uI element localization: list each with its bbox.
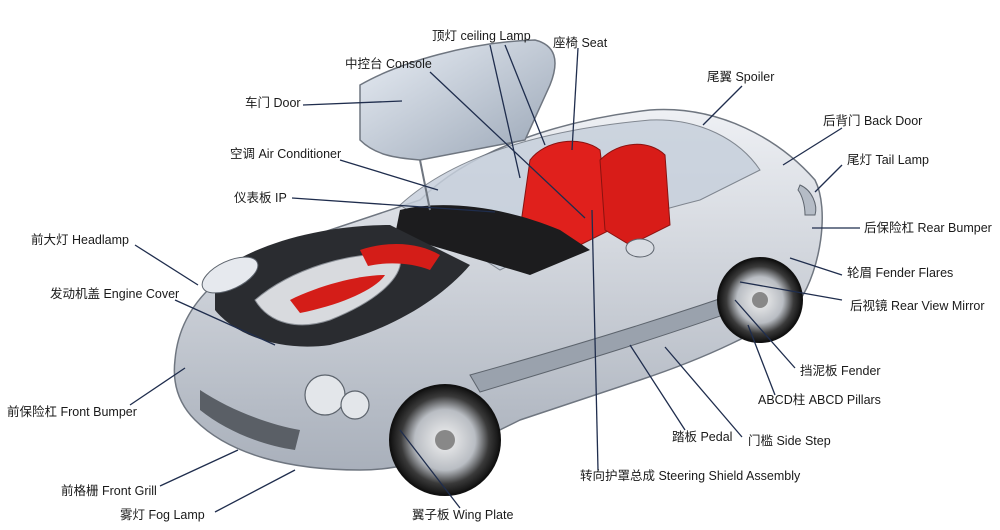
- label-door: 车门 Door: [245, 96, 301, 110]
- label-rear-bumper: 后保险杠 Rear Bumper: [864, 221, 992, 235]
- label-seat: 座椅 Seat: [553, 36, 608, 50]
- engine-red-strip: [290, 275, 385, 313]
- label-ceiling-lamp: 顶灯 ceiling Lamp: [432, 29, 531, 43]
- door-shape: [359, 39, 556, 161]
- label-console: 中控台 Console: [345, 57, 432, 71]
- label-fender: 挡泥板 Fender: [800, 364, 881, 378]
- label-rear-view-mirror: 后视镜 Rear View Mirror: [850, 299, 985, 313]
- headlamp-shape: [201, 256, 259, 294]
- engine-red-top: [360, 243, 440, 270]
- label-air-conditioner: 空调 Air Conditioner: [230, 147, 342, 161]
- label-pedal: 踏板 Pedal: [672, 430, 733, 444]
- label-engine-cover: 发动机盖 Engine Cover: [50, 287, 180, 301]
- label-front-grill: 前格栅 Front Grill: [61, 484, 157, 498]
- label-headlamp: 前大灯 Headlamp: [31, 233, 129, 247]
- label-back-door: 后背门 Back Door: [823, 114, 923, 128]
- label-steering-shield: 转向护罩总成 Steering Shield Assembly: [580, 469, 801, 483]
- label-tail-lamp: 尾灯 Tail Lamp: [847, 153, 929, 167]
- label-front-bumper: 前保险杠 Front Bumper: [7, 405, 137, 419]
- label-ip: 仪表板 IP: [234, 191, 287, 205]
- dashboard-shape: [395, 205, 590, 275]
- label-wing-plate: 翼子板 Wing Plate: [412, 508, 514, 522]
- label-fender-flares: 轮眉 Fender Flares: [847, 266, 954, 280]
- mirror-shape: [625, 238, 655, 258]
- label-side-step: 门槛 Side Step: [748, 434, 831, 448]
- label-fog-lamp: 雾灯 Fog Lamp: [120, 508, 205, 522]
- front-grill-shape: [200, 390, 300, 450]
- seat-shape-2: [599, 143, 671, 246]
- tail-lamp-shape: [797, 184, 817, 216]
- label-abcd-pillars: ABCD柱 ABCD Pillars: [758, 393, 881, 407]
- label-spoiler: 尾翼 Spoiler: [707, 70, 775, 84]
